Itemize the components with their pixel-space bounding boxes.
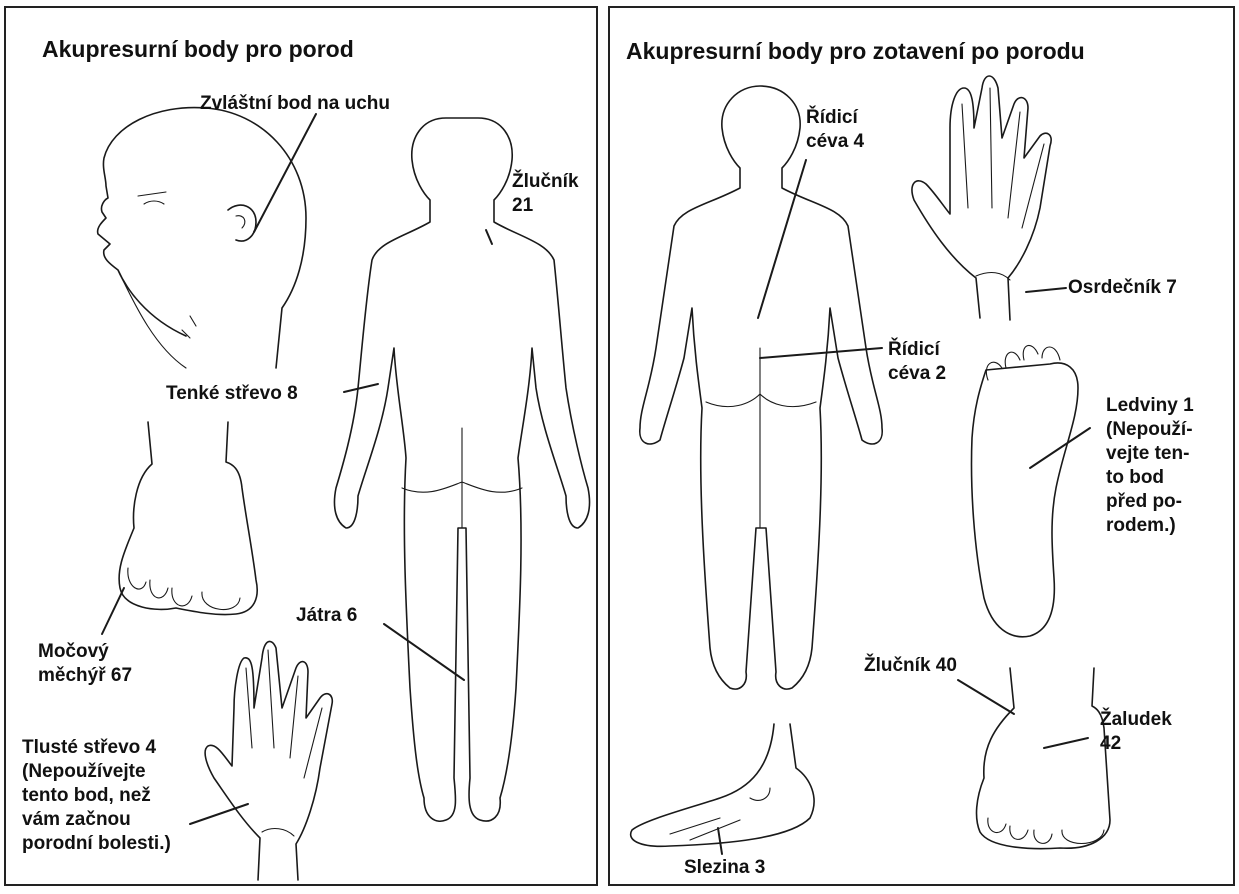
- label-governing-vessel-4: Řídicí céva 4: [806, 106, 864, 154]
- foot-side-illustration: [631, 724, 814, 846]
- label-pericardium-7: Osrdečník 7: [1068, 276, 1177, 300]
- left-title: Akupresurní body pro porod: [42, 36, 354, 63]
- left-panel: Akupresurní body pro porod Zvláštní bod …: [4, 6, 598, 886]
- foot-top-illustration: [119, 422, 257, 615]
- label-spleen-3: Slezina 3: [684, 856, 765, 880]
- head-profile-illustration: [98, 108, 306, 368]
- foot-sole-illustration: [972, 345, 1079, 636]
- label-bladder-67: Močový měchýř 67: [38, 640, 132, 688]
- label-stomach-42: Žaludek 42: [1100, 708, 1172, 756]
- label-kidney-1: Ledviny 1 (Nepouží- vejte ten- to bod př…: [1106, 394, 1194, 538]
- label-gallbladder-40: Žlučník 40: [864, 654, 957, 678]
- foot-top-illustration: [977, 668, 1110, 849]
- label-small-intestine-8: Tenké střevo 8: [166, 382, 298, 406]
- hand-skeleton-illustration: [912, 76, 1051, 320]
- body-back-illustration: [640, 86, 882, 689]
- leader-lines: [102, 114, 492, 824]
- label-large-intestine-4: Tlusté střevo 4 (Nepoužívejte tento bod,…: [22, 736, 171, 856]
- right-panel: Akupresurní body pro zotavení po porodu …: [608, 6, 1235, 886]
- label-governing-vessel-2: Řídicí céva 2: [888, 338, 946, 386]
- label-liver-6: Játra 6: [296, 604, 357, 628]
- label-gallbladder-21: Žlučník 21: [512, 170, 579, 218]
- leader-lines: [718, 160, 1090, 854]
- label-ear-point: Zvláštní bod na uchu: [200, 92, 390, 116]
- hand-skeleton-illustration: [205, 641, 332, 880]
- body-back-illustration: [334, 118, 589, 821]
- right-title: Akupresurní body pro zotavení po porodu: [626, 38, 1085, 65]
